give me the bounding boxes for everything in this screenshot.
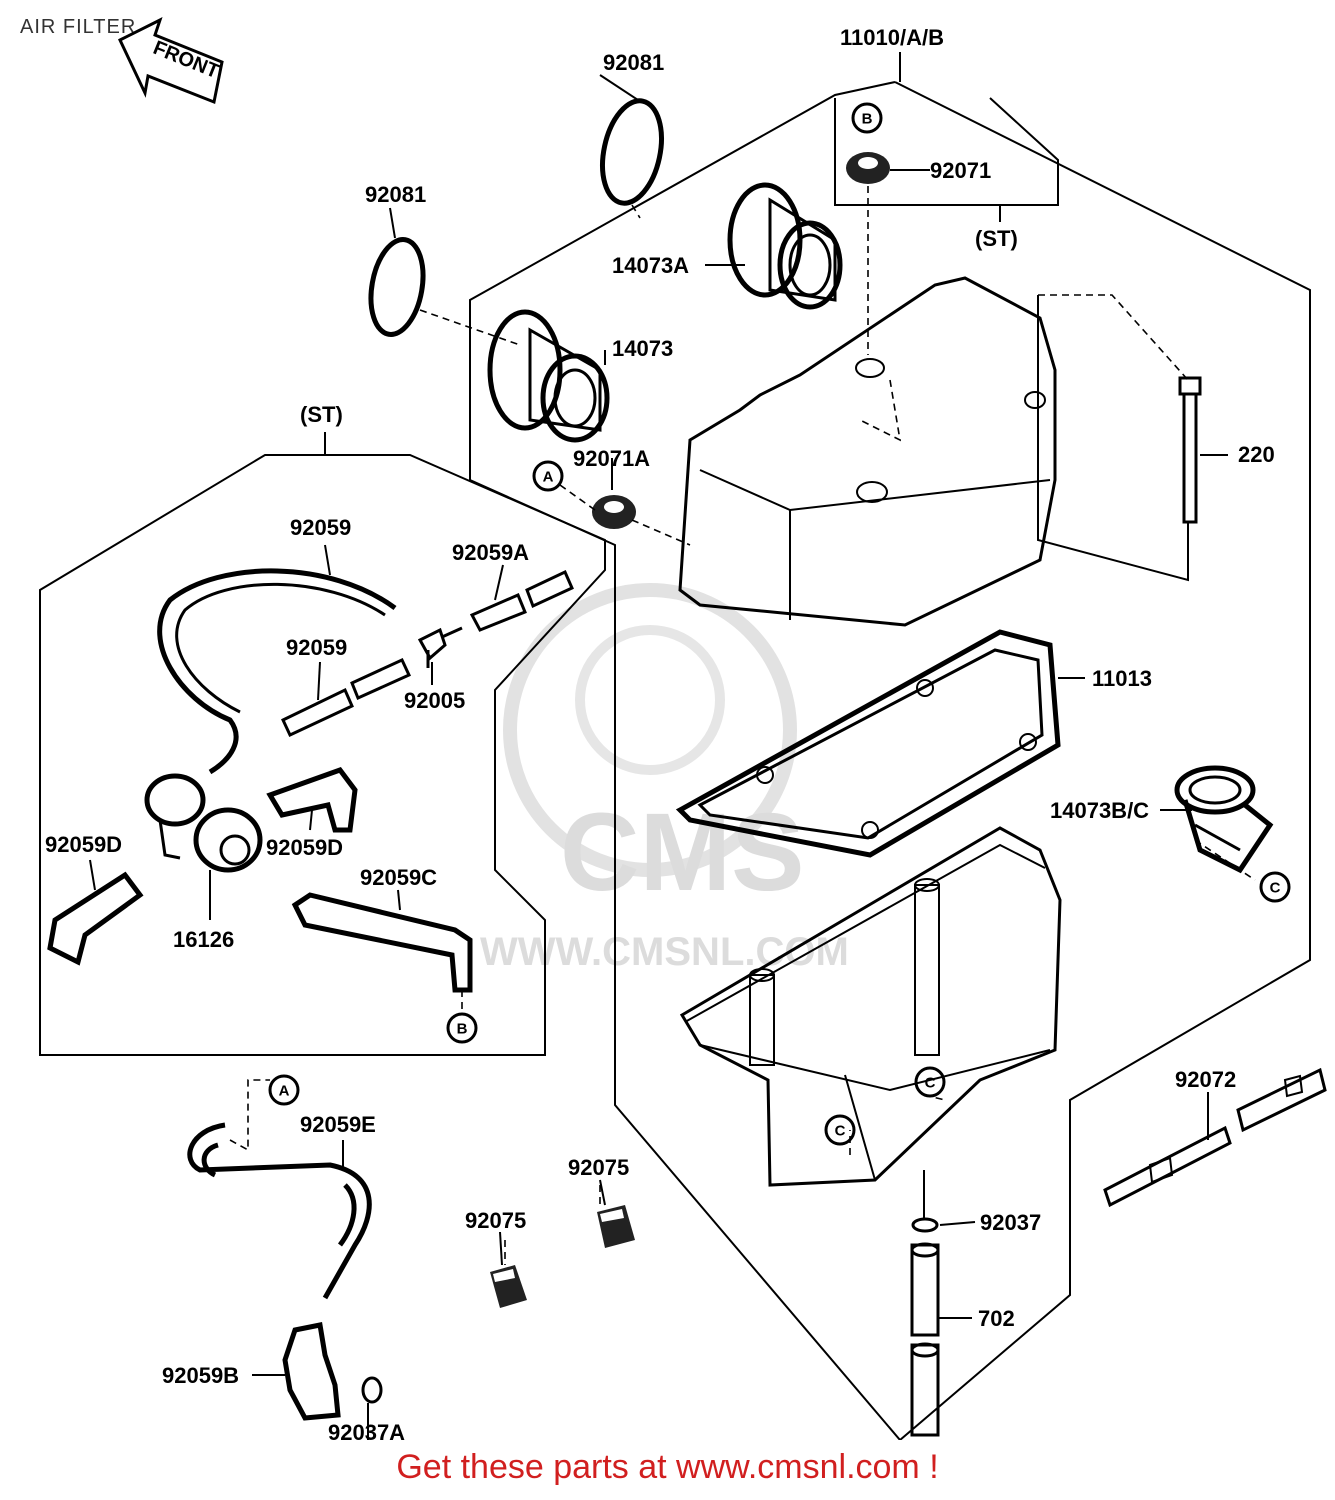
grommet-92071 bbox=[846, 152, 890, 184]
st-top-bracket bbox=[834, 97, 1059, 206]
leader-lines bbox=[89, 74, 1228, 1440]
air-cleaner-base bbox=[679, 826, 1062, 1220]
cms-watermark: CMS WWW.CMSNL.COM bbox=[480, 583, 849, 974]
label-92075-right: 92075 bbox=[568, 1155, 629, 1180]
page-title: AIR FILTER bbox=[20, 16, 137, 38]
label-92059E: 92059E bbox=[300, 1112, 376, 1137]
st-subassembly-outline bbox=[39, 454, 606, 1056]
label-st-left: (ST) bbox=[300, 402, 343, 427]
label-14073BC: 14073B/C bbox=[1050, 798, 1149, 823]
label-14073A: 14073A bbox=[612, 253, 689, 278]
label-st-top: (ST) bbox=[975, 226, 1018, 251]
label-92059D-right: 92059D bbox=[266, 835, 343, 860]
front-label: FRONT bbox=[150, 37, 222, 83]
svg-text:B: B bbox=[457, 1021, 468, 1038]
svg-text:C: C bbox=[925, 1075, 936, 1092]
label-14073: 14073 bbox=[612, 336, 673, 361]
cap-92075-right bbox=[597, 1205, 635, 1248]
label-92059A: 92059A bbox=[452, 540, 529, 565]
label-11010: 11010/A/B bbox=[840, 25, 944, 50]
label-92059B: 92059B bbox=[162, 1363, 239, 1388]
reed-valve-16126 bbox=[144, 773, 263, 873]
callout-b-bottom: B bbox=[446, 1012, 478, 1044]
hose-92059D-left bbox=[47, 871, 144, 966]
hose-92059-short bbox=[281, 658, 412, 737]
callout-a-bottom: A bbox=[268, 1074, 300, 1106]
callout-b-top: B bbox=[851, 102, 883, 134]
grommet-92071A bbox=[592, 495, 636, 529]
label-220: 220 bbox=[1238, 442, 1275, 467]
main-assembly-outline bbox=[469, 81, 1311, 1440]
label-92037: 92037 bbox=[980, 1210, 1041, 1235]
filter-element-11013 bbox=[675, 629, 1061, 858]
label-92059-top: 92059 bbox=[290, 515, 351, 540]
label-92059D-left: 92059D bbox=[45, 832, 122, 857]
label-92081-left: 92081 bbox=[365, 182, 426, 207]
drain-hose-702 bbox=[910, 1242, 940, 1437]
label-16126: 16126 bbox=[173, 927, 234, 952]
label-92037A: 92037A bbox=[328, 1420, 405, 1440]
joint-92005 bbox=[417, 626, 463, 668]
label-92071: 92071 bbox=[930, 158, 991, 183]
exploded-parts-diagram: CMS WWW.CMSNL.COM FRONT bbox=[39, 17, 1327, 1440]
clip-92037A bbox=[361, 1376, 383, 1404]
svg-text:C: C bbox=[1270, 880, 1281, 897]
label-92059C: 92059C bbox=[360, 865, 437, 890]
hose-92059D-right bbox=[266, 767, 358, 833]
air-cleaner-cover-11010 bbox=[678, 276, 1057, 627]
clip-92037 bbox=[911, 1217, 939, 1233]
watermark-url: WWW.CMSNL.COM bbox=[480, 930, 849, 974]
hose-92059-long bbox=[157, 568, 397, 775]
svg-text:C: C bbox=[835, 1123, 846, 1140]
label-92071A: 92071A bbox=[573, 446, 650, 471]
svg-text:A: A bbox=[279, 1083, 290, 1100]
part-labels: 11010/A/B 92081 92081 92071 (ST) 14073A … bbox=[45, 25, 1275, 1440]
label-92072: 92072 bbox=[1175, 1067, 1236, 1092]
cap-92075-left bbox=[490, 1265, 527, 1308]
label-702: 702 bbox=[978, 1306, 1015, 1331]
svg-text:A: A bbox=[543, 469, 554, 486]
label-92081-top: 92081 bbox=[603, 50, 664, 75]
label-11013: 11013 bbox=[1092, 666, 1152, 691]
hose-92059C bbox=[291, 892, 473, 993]
hose-92059B bbox=[282, 1322, 341, 1421]
intake-duct-14073A bbox=[727, 182, 843, 310]
callout-c-box-left: C bbox=[824, 1114, 856, 1146]
assembly-guides bbox=[229, 186, 1256, 1265]
intake-duct-14073 bbox=[487, 309, 610, 443]
bolt-220 bbox=[1178, 376, 1202, 524]
hose-92059E bbox=[187, 1122, 372, 1300]
clamp-band-92072 bbox=[1103, 1067, 1327, 1208]
front-arrow-icon: FRONT bbox=[118, 17, 224, 105]
label-92059-mid: 92059 bbox=[286, 635, 347, 660]
label-92075-left: 92075 bbox=[465, 1208, 526, 1233]
callout-a-mid: A bbox=[532, 460, 564, 492]
intake-duct-14073BC bbox=[1174, 765, 1274, 874]
o-ring-92081-left bbox=[368, 237, 426, 337]
callout-c-box-right: C bbox=[914, 1066, 946, 1098]
hose-92059A bbox=[469, 569, 574, 632]
callout-c-right: C bbox=[1259, 871, 1291, 903]
svg-text:B: B bbox=[862, 111, 873, 128]
label-92005: 92005 bbox=[404, 688, 465, 713]
footer-link-text[interactable]: Get these parts at www.cmsnl.com ! bbox=[396, 1448, 939, 1486]
o-ring-92081-top bbox=[600, 98, 664, 206]
